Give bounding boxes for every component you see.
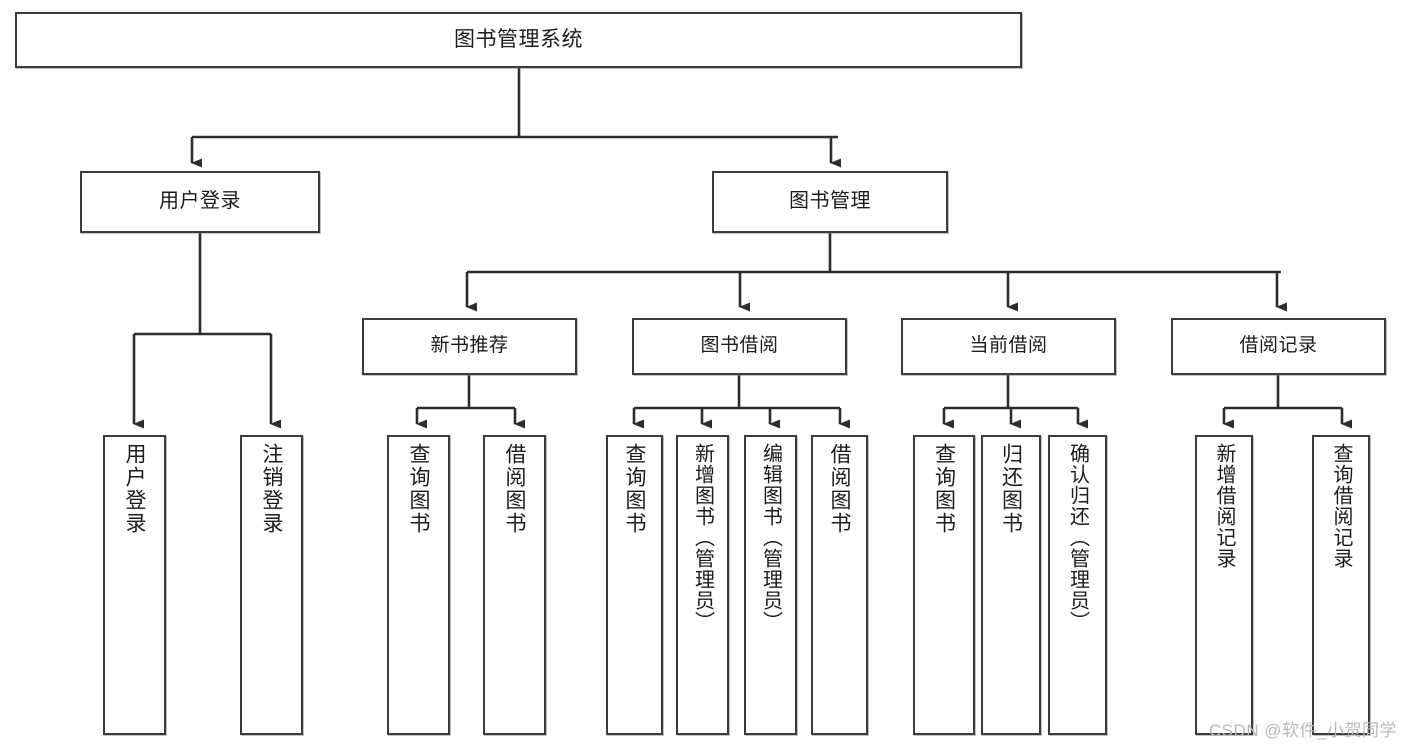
- leaf-confirm-return-admin[interactable]: 确认归还（管理员）: [1048, 435, 1107, 735]
- leaf-user-login[interactable]: 用户登录: [103, 435, 166, 735]
- node-label: 用户登录: [123, 443, 146, 535]
- node-label: 新增借阅记录: [1213, 443, 1235, 569]
- leaf-return-book[interactable]: 归还图书: [981, 435, 1041, 735]
- node-label: 借阅图书: [503, 443, 526, 535]
- node-root-system[interactable]: 图书管理系统: [15, 12, 1022, 68]
- leaf-add-borrow-record[interactable]: 新增借阅记录: [1195, 435, 1253, 735]
- node-new-book-recommend[interactable]: 新书推荐: [362, 318, 577, 375]
- leaf-logout-login[interactable]: 注销登录: [240, 435, 303, 735]
- node-label: 归还图书: [999, 443, 1023, 535]
- leaf-query-book-borrow[interactable]: 查询图书: [606, 435, 663, 735]
- leaf-borrow-book-new-rec[interactable]: 借阅图书: [483, 435, 546, 735]
- node-book-manage[interactable]: 图书管理: [712, 171, 948, 233]
- node-current-borrow[interactable]: 当前借阅: [901, 318, 1116, 375]
- node-label: 当前借阅: [969, 335, 1048, 357]
- node-label: 用户登录: [159, 190, 241, 213]
- node-label: 借阅记录: [1239, 335, 1318, 357]
- node-label: 查询图书: [623, 443, 646, 535]
- node-label: 图书借阅: [700, 335, 779, 357]
- node-label: 查询借阅记录: [1330, 443, 1352, 569]
- node-book-borrow[interactable]: 图书借阅: [632, 318, 847, 375]
- leaf-borrow-book-borrow[interactable]: 借阅图书: [811, 435, 868, 735]
- leaf-query-borrow-record[interactable]: 查询借阅记录: [1312, 435, 1370, 735]
- csdn-watermark: CSDN @软件_小贺同学: [1208, 721, 1397, 740]
- node-label: 注销登录: [260, 443, 283, 535]
- leaf-edit-book-admin[interactable]: 编辑图书（管理员）: [744, 435, 797, 735]
- node-label: 新书推荐: [430, 335, 509, 357]
- leaf-query-book-current[interactable]: 查询图书: [913, 435, 975, 735]
- leaf-query-book-new-rec[interactable]: 查询图书: [387, 435, 450, 735]
- node-user-login[interactable]: 用户登录: [80, 171, 320, 233]
- leaf-add-book-admin[interactable]: 新增图书（管理员）: [676, 435, 729, 735]
- node-label: 图书管理系统: [454, 27, 583, 51]
- node-label: 查询图书: [407, 443, 430, 535]
- node-label: 确认归还（管理员）: [1066, 443, 1089, 632]
- node-label: 借阅图书: [828, 443, 851, 535]
- node-label: 图书管理: [789, 190, 871, 213]
- node-label: 查询图书: [932, 443, 956, 535]
- node-label: 新增图书（管理员）: [691, 443, 714, 632]
- node-borrow-record[interactable]: 借阅记录: [1171, 318, 1386, 375]
- node-label: 编辑图书（管理员）: [759, 443, 782, 632]
